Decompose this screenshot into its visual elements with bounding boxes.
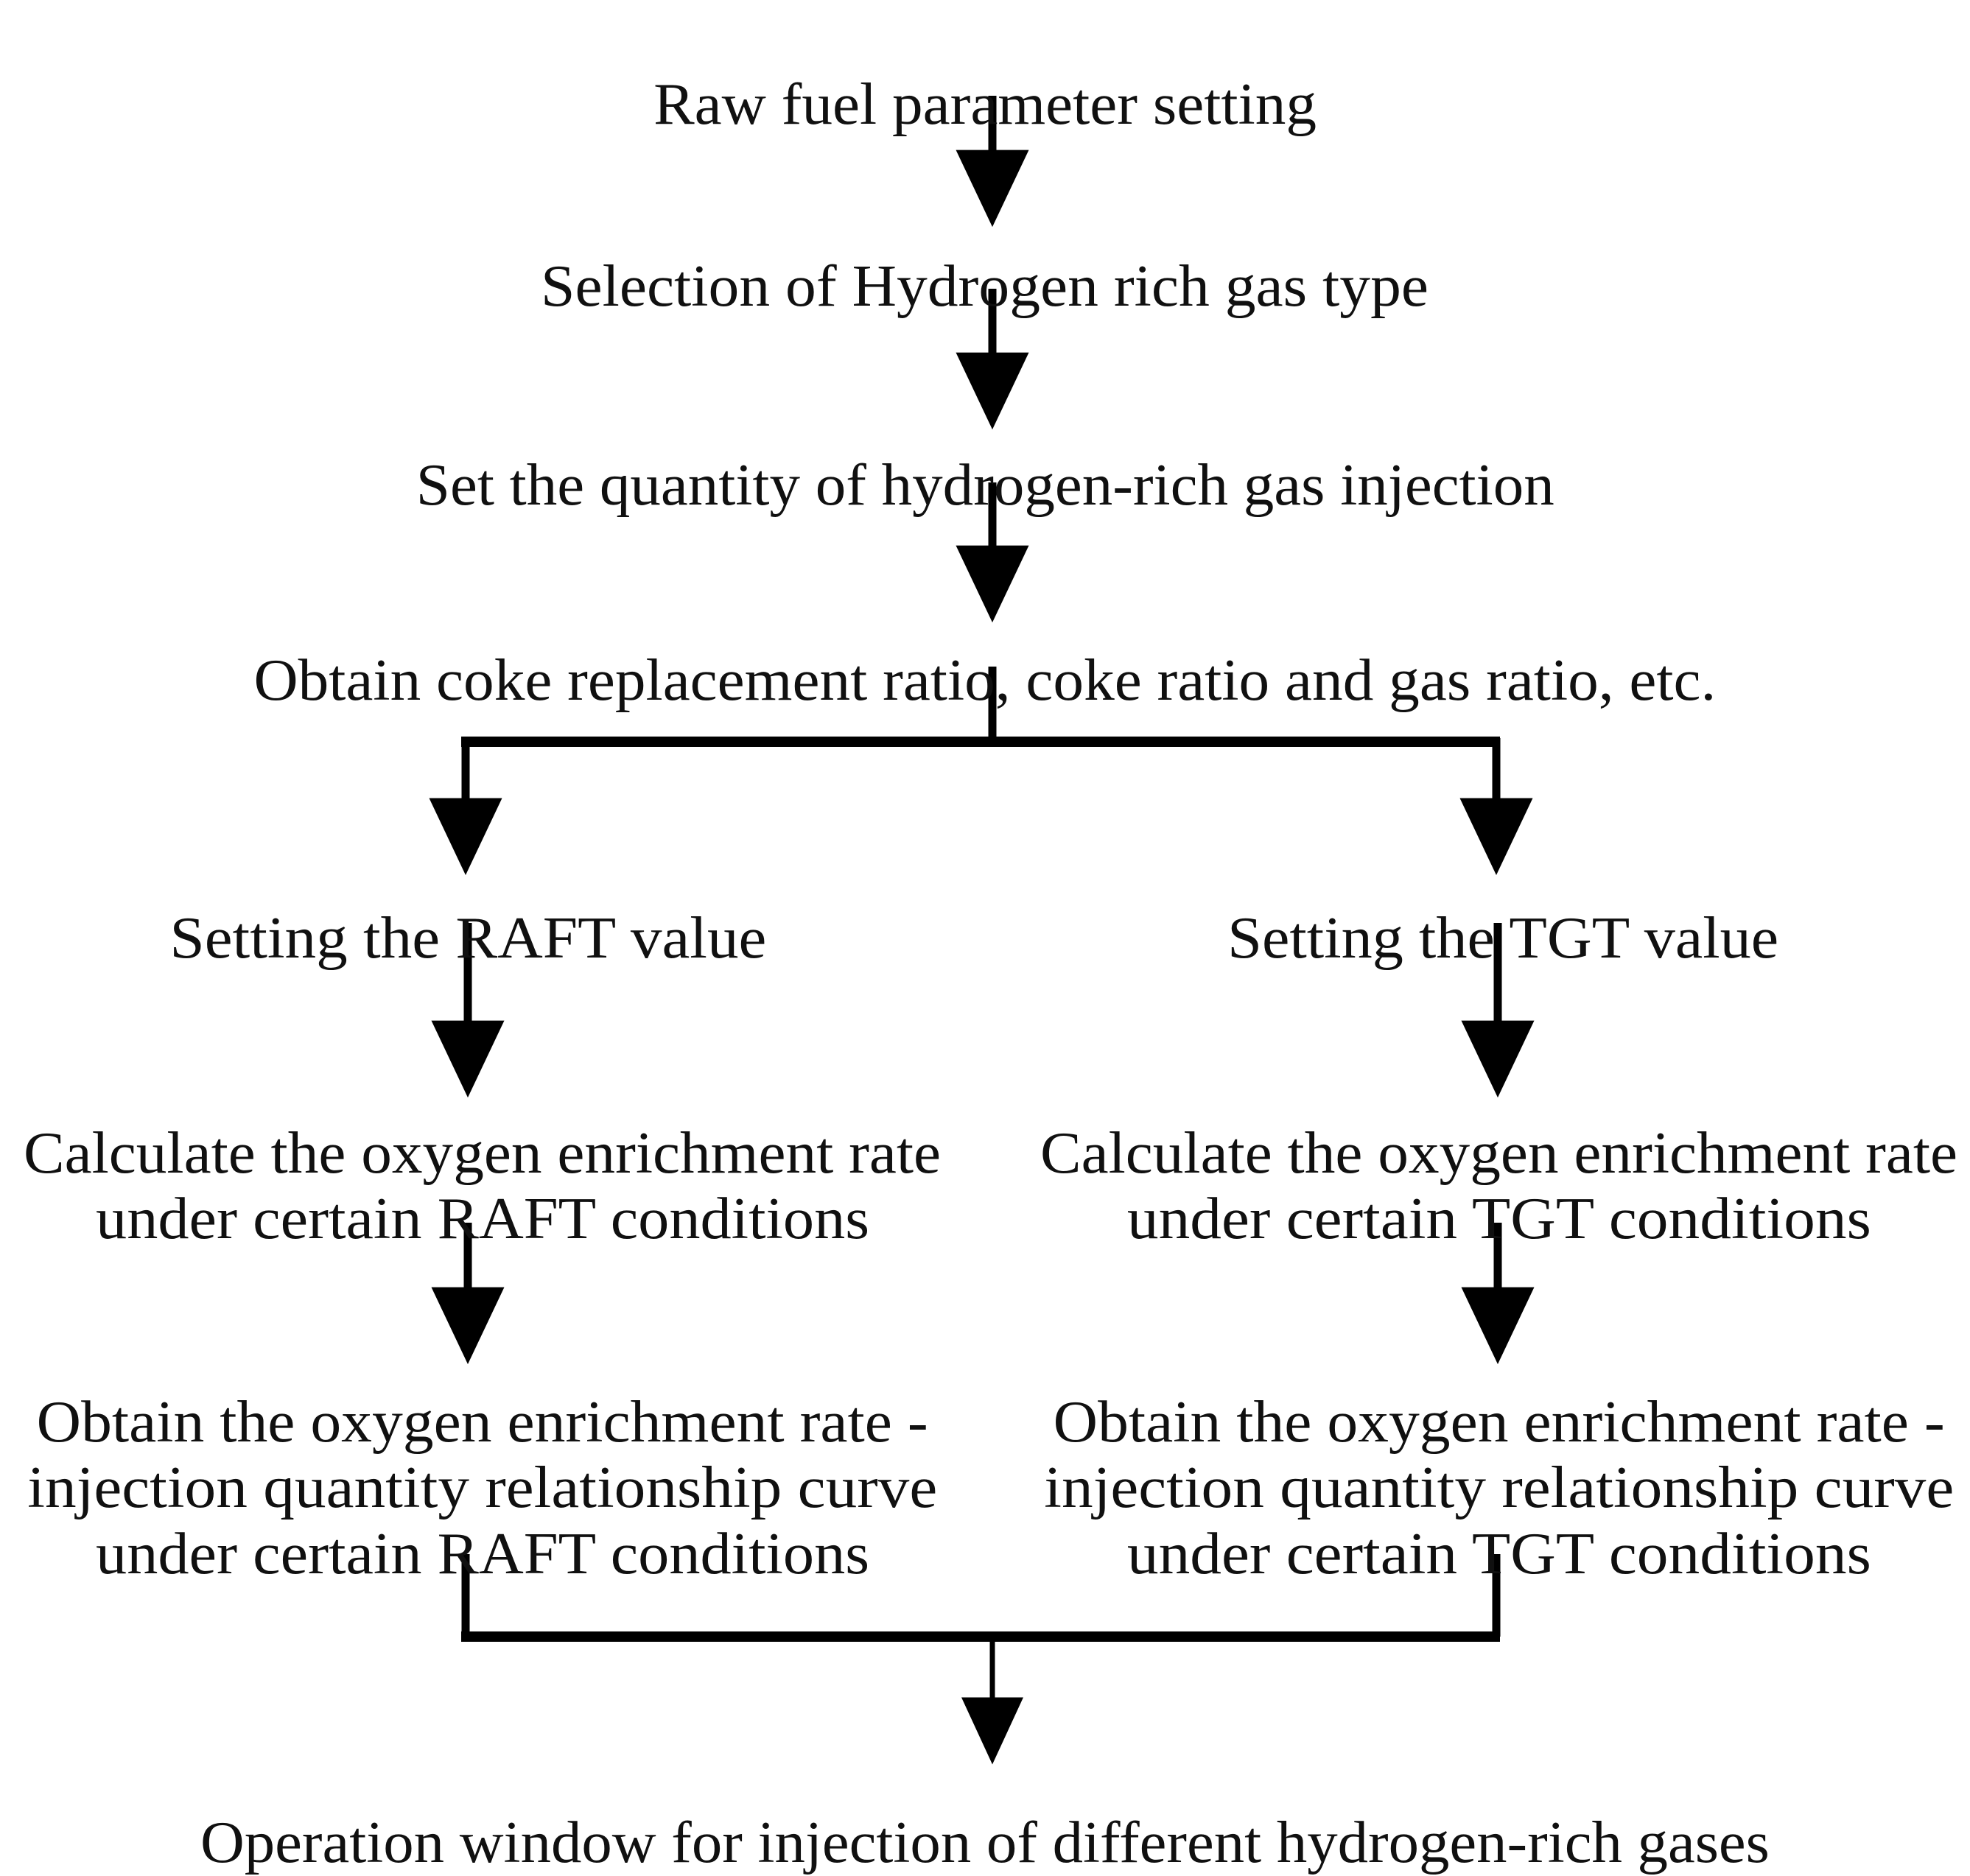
node-line: under certain RAFT conditions (95, 1521, 870, 1587)
node-line: under certain TGT conditions (1126, 1521, 1871, 1587)
node-line: Set the quantity of hydrogen-rich gas in… (416, 452, 1554, 518)
flowchart-canvas: Raw fuel parameter setting Selection of … (0, 6, 1970, 1875)
node-calculate-oxygen-enrichment-rate-raft: Calculate the oxygen enrichment rate und… (15, 1055, 950, 1253)
node-line: under certain TGT conditions (1126, 1187, 1871, 1252)
node-line: Raw fuel parameter setting (653, 71, 1317, 137)
node-line: Operation window for injection of differ… (200, 1810, 1770, 1875)
node-line: Selection of Hydrogen rich gas type (541, 253, 1429, 319)
node-obtain-relationship-curve-raft: Obtain the oxygen enrichment rate - inje… (15, 1324, 950, 1587)
node-operation-window: Operation window for injection of differ… (0, 1744, 1970, 1876)
node-line: Obtain coke replacement ratio, coke rati… (253, 647, 1717, 713)
node-set-quantity-of-hydrogen-rich-gas-injection: Set the quantity of hydrogen-rich gas in… (0, 387, 1970, 519)
node-line: Setting the RAFT value (169, 905, 766, 971)
node-line: Obtain the oxygen enrichment rate - (36, 1389, 929, 1455)
node-selection-of-hydrogen-rich-gas-type: Selection of Hydrogen rich gas type (0, 188, 1970, 320)
node-obtain-coke-replacement-ratio: Obtain coke replacement ratio, coke rati… (0, 582, 1970, 714)
node-line: injection quantity relationship curve (1044, 1455, 1955, 1521)
node-calculate-oxygen-enrichment-rate-tgt: Calculate the oxygen enrichment rate und… (1039, 1055, 1960, 1253)
node-line: under certain RAFT conditions (95, 1187, 870, 1252)
node-line: Obtain the oxygen enrichment rate - (1053, 1389, 1946, 1455)
node-setting-the-raft-value: Setting the RAFT value (26, 840, 910, 972)
node-line: Calculate the oxygen enrichment rate (24, 1120, 942, 1186)
node-setting-the-tgt-value: Setting the TGT value (1061, 840, 1945, 972)
node-line: Setting the TGT value (1227, 905, 1778, 971)
node-line: Calculate the oxygen enrichment rate (1040, 1120, 1958, 1186)
node-raw-fuel-parameter-setting: Raw fuel parameter setting (0, 6, 1970, 138)
node-obtain-relationship-curve-tgt: Obtain the oxygen enrichment rate - inje… (1039, 1324, 1960, 1587)
node-line: injection quantity relationship curve (27, 1455, 938, 1521)
